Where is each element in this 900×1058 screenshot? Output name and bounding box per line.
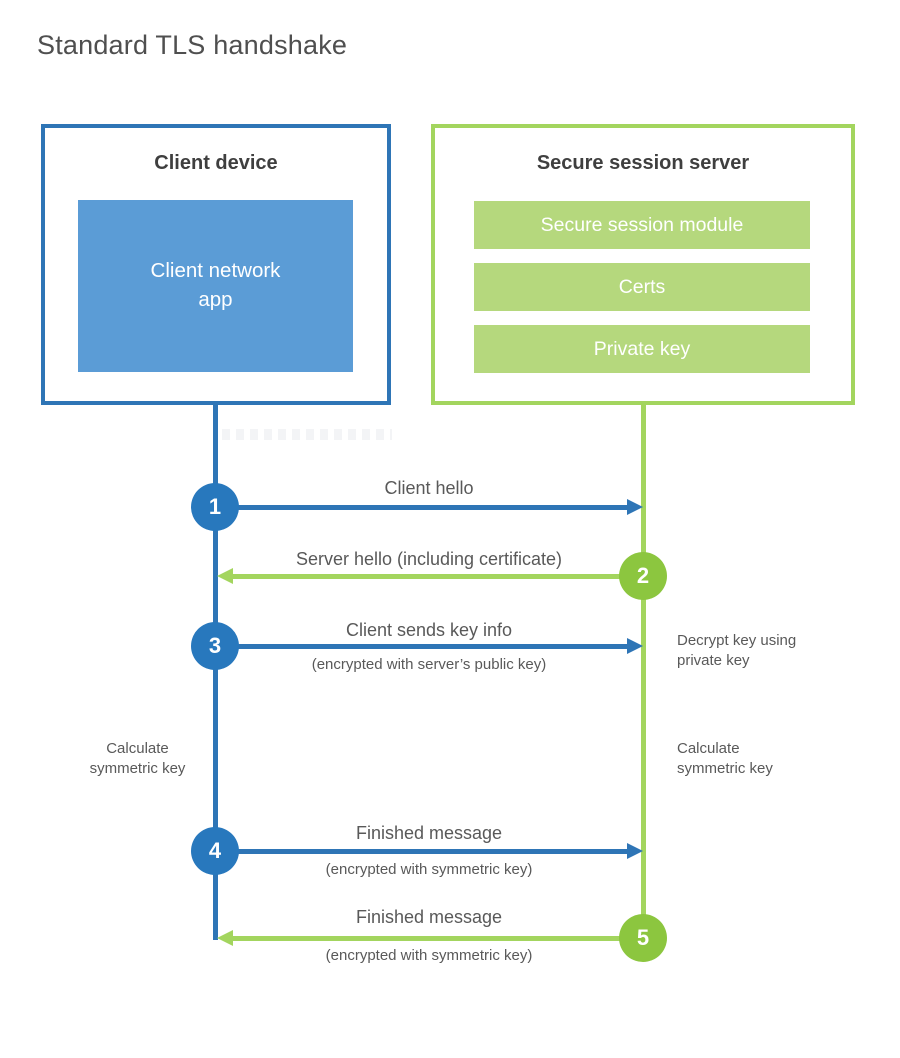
step3-arrow bbox=[215, 644, 627, 649]
step3-circle: 3 bbox=[191, 622, 239, 670]
note-calculate-symmetric-key-server: Calculate symmetric key bbox=[677, 740, 773, 778]
step2-circle: 2 bbox=[619, 552, 667, 600]
client-lifeline bbox=[213, 405, 218, 940]
step2-arrow bbox=[233, 574, 643, 579]
step4-sublabel: (encrypted with symmetric key) bbox=[325, 861, 533, 878]
step1-arrow bbox=[215, 505, 627, 510]
step2-arrowhead-left-icon bbox=[217, 568, 233, 584]
step4-circle: 4 bbox=[191, 827, 239, 875]
step4-arrow bbox=[215, 849, 627, 854]
step3-label: Client sends key info bbox=[345, 620, 513, 640]
artifact-dashes bbox=[222, 429, 392, 440]
step3-arrowhead-right-icon bbox=[627, 638, 643, 654]
step1-label: Client hello bbox=[384, 478, 474, 498]
server-modules-list: Secure session module Certs Private key bbox=[474, 201, 810, 373]
server-lifeline bbox=[641, 405, 646, 945]
note-calculate-symmetric-key-client: Calculate symmetric key bbox=[89, 740, 186, 778]
server-module-secure-session: Secure session module bbox=[474, 201, 810, 249]
server-module-certs: Certs bbox=[474, 263, 810, 311]
client-network-app-block: Client network app bbox=[78, 200, 353, 372]
step5-sublabel: (encrypted with symmetric key) bbox=[325, 947, 533, 964]
step3-sublabel: (encrypted with server’s public key) bbox=[311, 656, 547, 673]
step1-circle: 1 bbox=[191, 483, 239, 531]
step2-label: Server hello (including certificate) bbox=[295, 549, 563, 569]
client-device-title: Client device bbox=[154, 152, 278, 174]
step5-label: Finished message bbox=[355, 907, 503, 927]
server-module-private-key: Private key bbox=[474, 325, 810, 373]
note-decrypt-key: Decrypt key using private key bbox=[677, 632, 797, 670]
step4-arrowhead-right-icon bbox=[627, 843, 643, 859]
step5-arrow bbox=[233, 936, 643, 941]
step1-arrowhead-right-icon bbox=[627, 499, 643, 515]
secure-session-server-box: Secure session server Secure session mod… bbox=[431, 124, 855, 405]
page-title: Standard TLS handshake bbox=[37, 30, 348, 60]
step4-label: Finished message bbox=[355, 823, 503, 843]
secure-session-server-title: Secure session server bbox=[536, 152, 750, 174]
step5-circle: 5 bbox=[619, 914, 667, 962]
client-device-box: Client device Client network app bbox=[41, 124, 391, 405]
step5-arrowhead-left-icon bbox=[217, 930, 233, 946]
